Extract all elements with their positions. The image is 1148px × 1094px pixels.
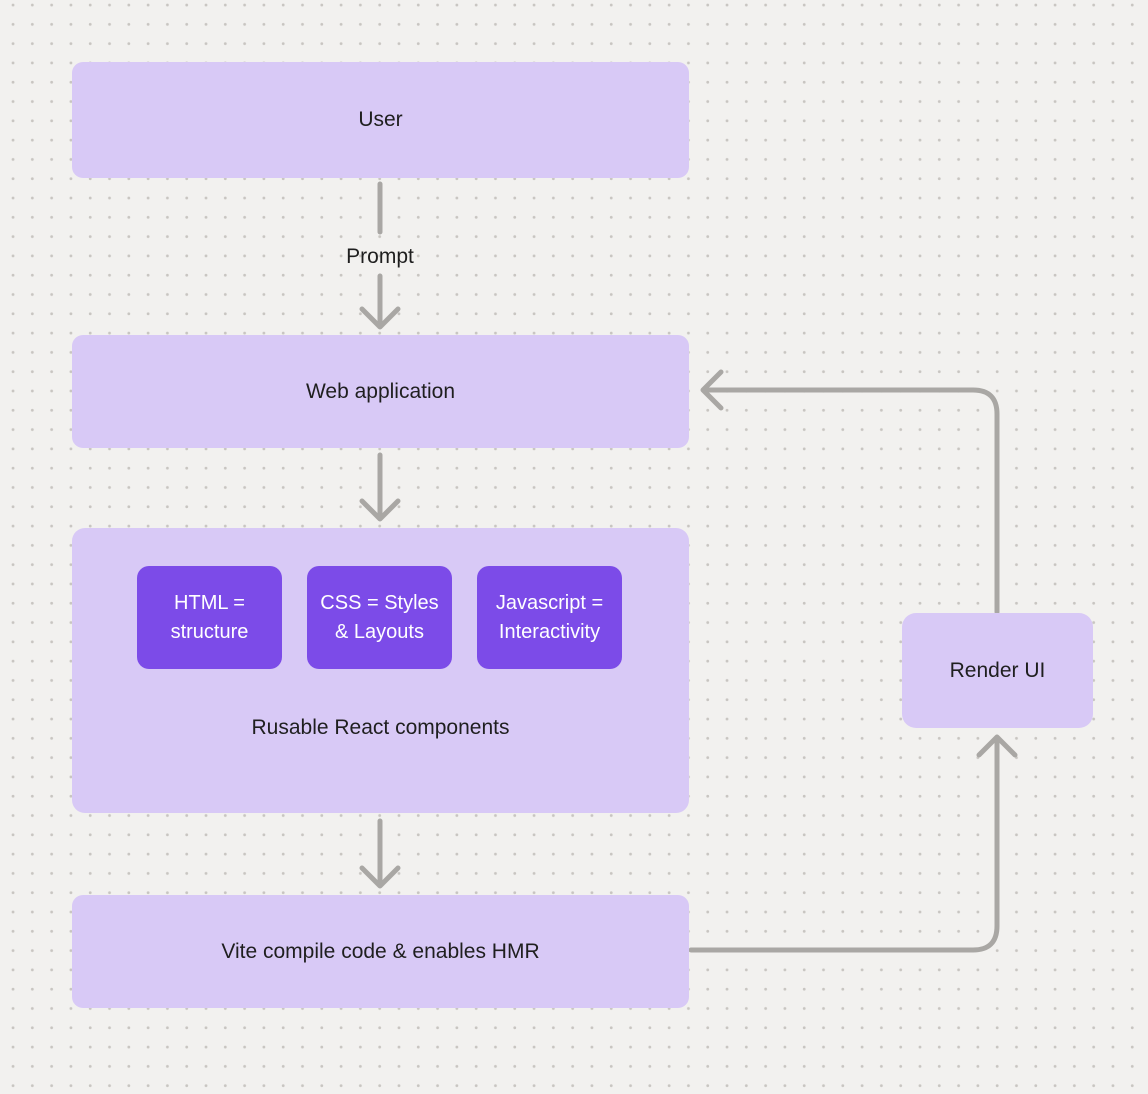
node-javascript: Javascript = Interactivity [477, 566, 622, 669]
node-html: HTML = structure [137, 566, 282, 669]
node-user-label: User [358, 108, 403, 131]
node-vite: Vite compile code & enables HMR [72, 895, 689, 1008]
edge-label-prompt: Prompt [346, 245, 414, 268]
node-javascript-label: Javascript = Interactivity [495, 591, 604, 643]
arrowhead-up-renderui [976, 734, 1018, 758]
edge-vite-to-renderui [688, 737, 1000, 953]
node-vite-label: Vite compile code & enables HMR [221, 939, 540, 963]
edge-renderui-to-webapp [705, 387, 1000, 615]
node-css: CSS = Styles & Layouts [307, 566, 452, 669]
arrowhead-down-vite [359, 865, 401, 889]
node-user: User [72, 62, 689, 178]
node-web-application: Web application [72, 335, 689, 448]
node-web-application-label: Web application [305, 379, 456, 403]
node-render-ui: Render UI [902, 613, 1093, 728]
arrowhead-left-webapp [700, 369, 724, 411]
node-css-label: CSS = Styles & Layouts [320, 591, 439, 643]
components-group-caption: Rusable React components [251, 716, 510, 739]
node-html-label: HTML = structure [170, 591, 249, 643]
arrowhead-down-webapp [359, 306, 401, 330]
node-render-ui-label: Render UI [949, 658, 1046, 682]
node-components-group: HTML = structure CSS = Styles & Layouts … [72, 528, 689, 813]
arrowhead-down-components [359, 498, 401, 522]
